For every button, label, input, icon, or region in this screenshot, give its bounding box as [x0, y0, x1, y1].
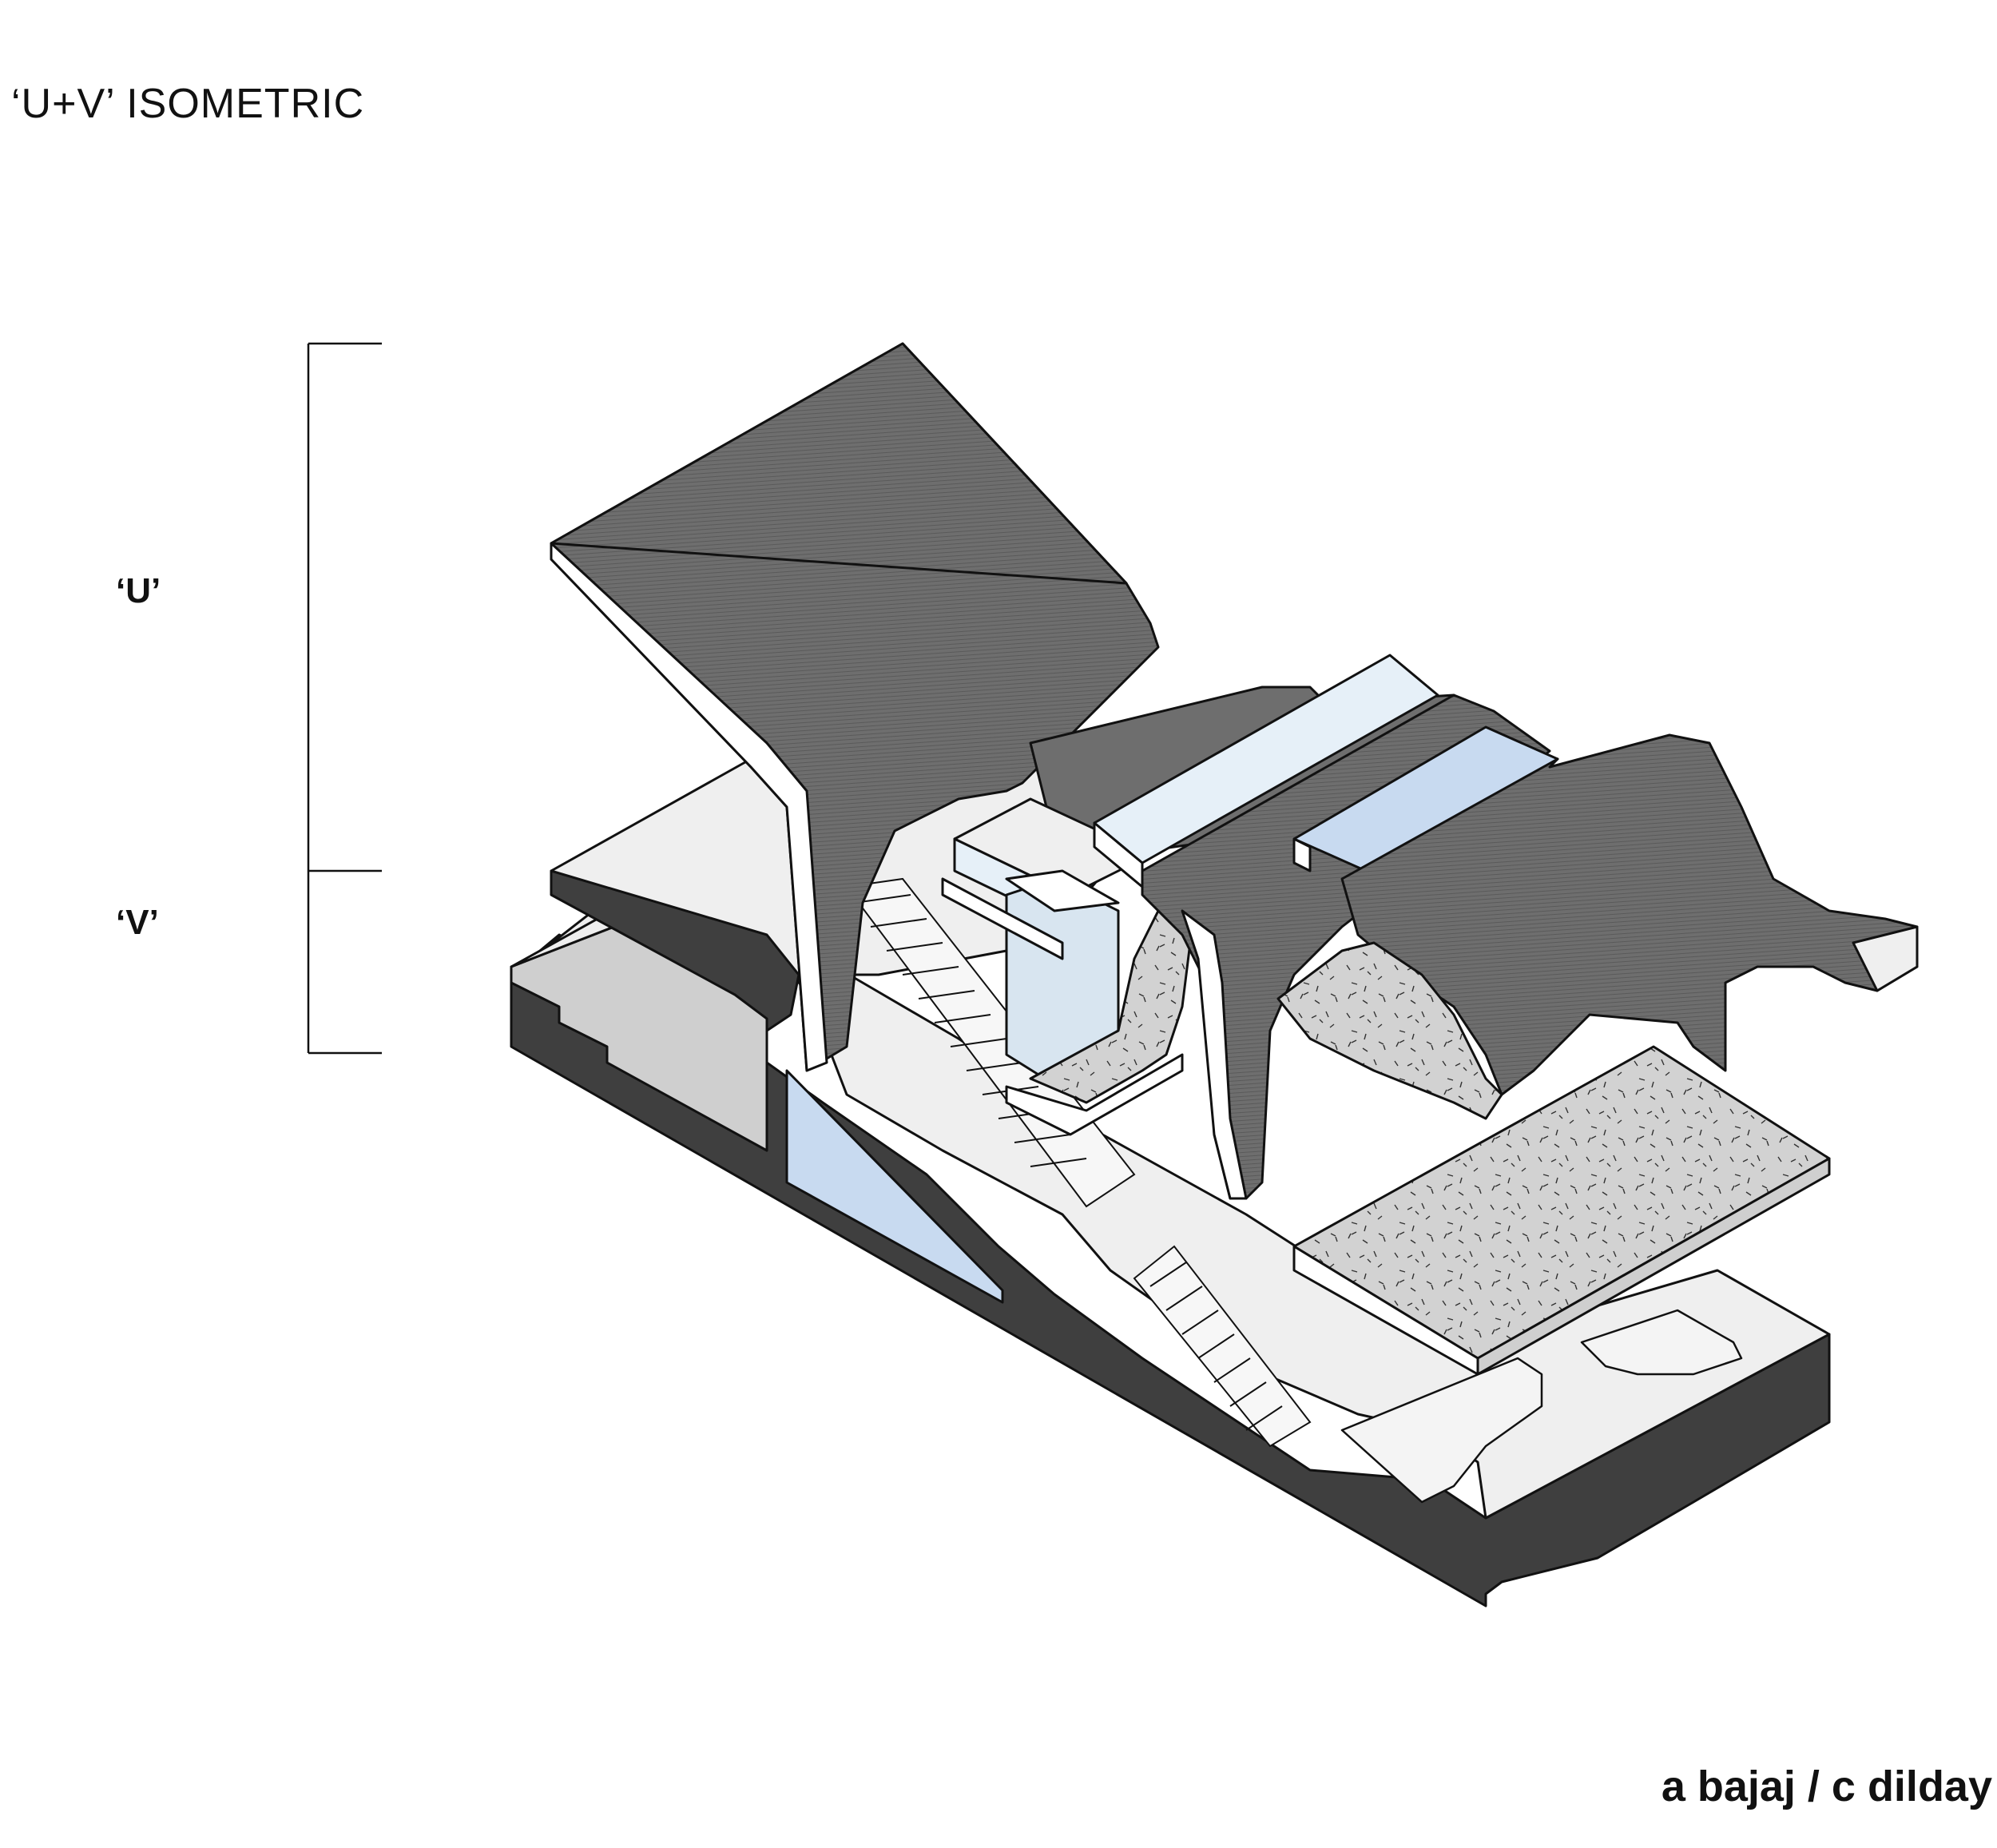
- lower-basin: [1340, 1309, 1743, 1504]
- speckled-floor-curved: [1276, 941, 1503, 1120]
- speckled-floor-slab: [1292, 1045, 1831, 1376]
- section-bracket: [307, 342, 382, 1055]
- u-roof-left: [550, 342, 1160, 1072]
- u-roof-right: [1340, 733, 1919, 1096]
- author-credit: a bajaj / c dilday: [1661, 1763, 1992, 1810]
- diagram-title: ‘U+V’ ISOMETRIC: [11, 81, 365, 127]
- glass-box: [941, 797, 1152, 1096]
- section-label-v: ‘V’: [116, 903, 159, 942]
- section-label-u: ‘U’: [116, 571, 161, 610]
- skylight-strip-left: [1093, 654, 1439, 888]
